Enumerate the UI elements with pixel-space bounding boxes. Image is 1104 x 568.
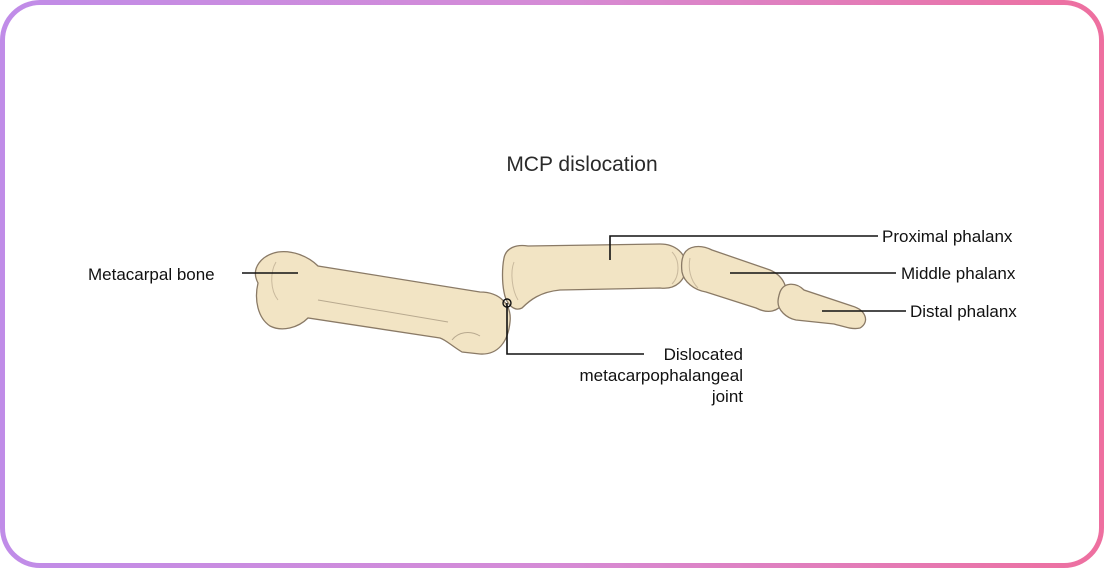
middle-phalanx-label: Middle phalanx <box>901 263 1015 284</box>
metacarpal-label: Metacarpal bone <box>88 264 215 285</box>
dislocated-joint-label: Dislocated metacarpophalangeal joint <box>548 344 743 407</box>
joint-label-line-1: Dislocated <box>548 344 743 365</box>
metacarpal-bone <box>255 252 510 354</box>
middle-phalanx-bone <box>682 247 787 312</box>
distal-phalanx-label: Distal phalanx <box>910 301 1017 322</box>
joint-label-line-2: metacarpophalangeal <box>548 365 743 386</box>
joint-label-line-3: joint <box>548 386 743 407</box>
distal-phalanx-bone <box>778 284 866 328</box>
proximal-phalanx-bone <box>503 244 687 309</box>
diagram-panel: MCP dislocation <box>5 5 1099 563</box>
proximal-phalanx-label: Proximal phalanx <box>882 226 1012 247</box>
